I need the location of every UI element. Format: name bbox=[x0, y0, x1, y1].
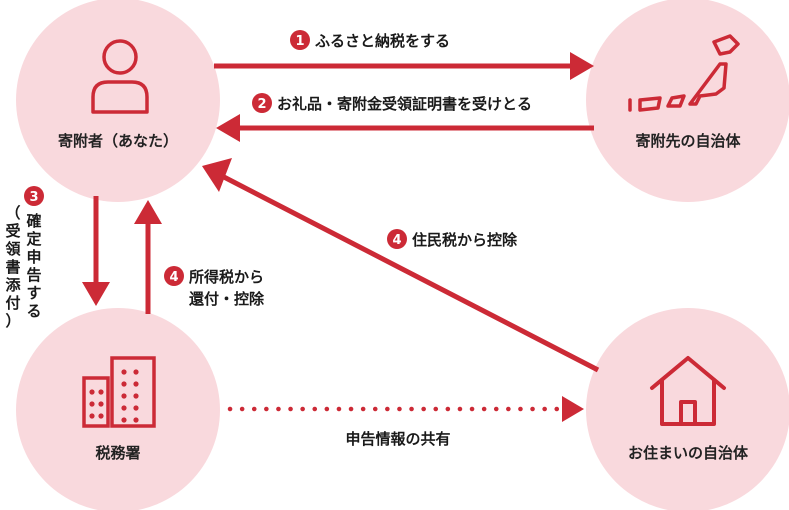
share-info-text: 申告情報の共有 bbox=[345, 430, 450, 448]
step-2-number: 2 bbox=[257, 97, 266, 112]
step-1-label: 1 ふるさと納税をする bbox=[290, 30, 450, 50]
step-3-char-5: す bbox=[26, 284, 41, 302]
step-3-char-4: 告 bbox=[26, 266, 41, 284]
step-4b-text: 住民税から控除 bbox=[412, 231, 518, 249]
step-3-char-6: る bbox=[26, 302, 41, 320]
step-3-sub-char-4: 書 bbox=[5, 258, 20, 276]
step-3-badge bbox=[24, 186, 44, 206]
step-1-text: ふるさと納税をする bbox=[315, 32, 450, 50]
step-1-badge bbox=[290, 30, 310, 50]
recipient-circle bbox=[586, 0, 789, 202]
step-3-char-3: 申 bbox=[26, 248, 41, 266]
step-3-sub-char-3: 領 bbox=[5, 240, 21, 258]
step-3-sub-char-7: ） bbox=[5, 312, 20, 330]
person-icon bbox=[91, 39, 149, 114]
residence-label: お住まいの自治体 bbox=[628, 444, 749, 462]
step-4a-label: 4 所得税から 還付・控除 bbox=[164, 266, 265, 308]
step-1-number: 1 bbox=[295, 34, 304, 49]
step-3-char-2: 定 bbox=[26, 230, 41, 248]
tax-office-label: 税務署 bbox=[95, 444, 140, 462]
step-2-badge bbox=[252, 93, 272, 113]
arrow-donate bbox=[214, 52, 594, 80]
step-3-label: 3 確 定 申 告 す る （ 受 領 書 添 付 ） bbox=[5, 186, 44, 330]
step-4a-number: 4 bbox=[169, 270, 178, 285]
step-3-sub-char-5: 添 bbox=[5, 276, 21, 294]
step-3-sub-char-1: （ bbox=[5, 204, 20, 222]
step-2-label: 2 お礼品・寄附金受領証明書を受けとる bbox=[252, 93, 532, 113]
step-3-sub-char-2: 受 bbox=[5, 222, 20, 240]
arrow-receive-gift bbox=[216, 114, 594, 142]
step-2-text: お礼品・寄附金受領証明書を受けとる bbox=[277, 95, 532, 113]
step-4b-badge bbox=[387, 229, 407, 249]
step-4a-badge bbox=[164, 266, 184, 286]
house-icon bbox=[650, 356, 726, 426]
arrow-share-info bbox=[227, 396, 584, 422]
step-4b-label: 4 住民税から控除 bbox=[387, 229, 518, 249]
arrow-resident-tax-deduction bbox=[202, 158, 600, 373]
step-3-number: 3 bbox=[29, 190, 38, 205]
step-4a-line-1: 所得税から bbox=[189, 268, 264, 286]
tax-office-circle bbox=[16, 308, 220, 510]
step-4b-number: 4 bbox=[392, 233, 401, 248]
step-4a-line-2: 還付・控除 bbox=[189, 290, 265, 308]
donor-label: 寄附者（あなた） bbox=[58, 132, 178, 150]
step-3-char-1: 確 bbox=[25, 212, 41, 230]
recipient-label: 寄附先の自治体 bbox=[635, 132, 741, 150]
building-icon bbox=[82, 356, 156, 428]
donor-circle bbox=[16, 0, 220, 202]
step-3-sub-char-6: 付 bbox=[5, 294, 20, 312]
residence-circle bbox=[586, 308, 789, 510]
arrow-tax-return bbox=[82, 196, 110, 306]
arrow-income-tax-refund bbox=[134, 200, 162, 314]
japan-map-icon bbox=[628, 34, 740, 112]
